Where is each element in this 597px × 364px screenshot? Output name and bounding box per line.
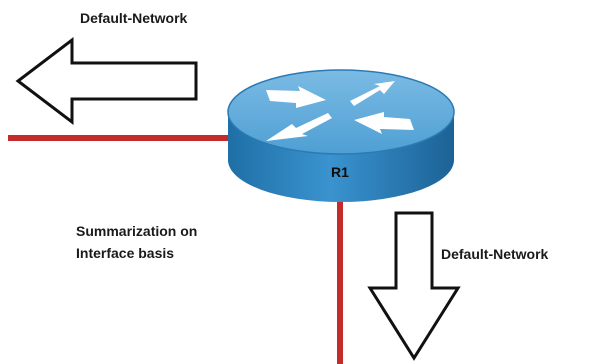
summarization-line-1: Summarization on [76, 223, 198, 239]
router-name: R1 [331, 164, 349, 180]
arrow-left-icon [15, 36, 198, 126]
arrow-down-icon [367, 211, 461, 361]
default-network-label-left: Default-Network [80, 10, 188, 26]
summarization-label: Summarization on Interface basis [76, 220, 197, 264]
default-network-label-down: Default-Network [441, 246, 549, 262]
router-icon [227, 69, 455, 202]
summarization-line-2: Interface basis [76, 245, 175, 261]
